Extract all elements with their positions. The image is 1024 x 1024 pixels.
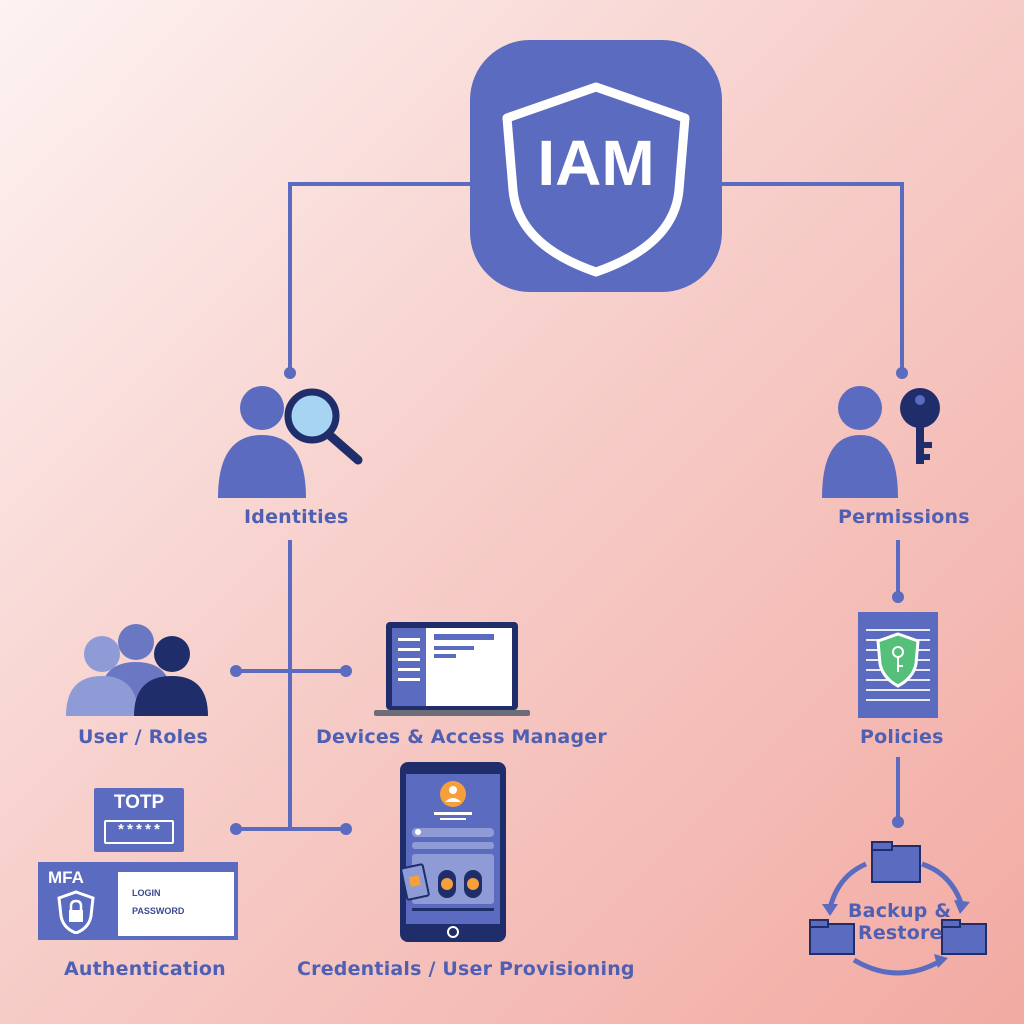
connector-dot (284, 367, 296, 379)
totp-title: TOTP (113, 792, 165, 813)
lock-shield-icon (57, 890, 95, 934)
credentials-label: Credentials / User Provisioning (297, 958, 635, 980)
phone-icon (400, 762, 506, 942)
totp-code: ***** (116, 823, 162, 840)
permission-key-icon (822, 386, 940, 498)
user-group-icon (66, 624, 208, 716)
folder-icon (809, 919, 855, 955)
connector-dot (340, 823, 352, 835)
login-label: LOGIN (132, 888, 161, 898)
laptop-icon (374, 622, 530, 716)
user-roles-label: User / Roles (78, 726, 208, 748)
mfa-panel: MFA LOGIN PASSWORD (38, 862, 238, 940)
connector-dot (892, 591, 904, 603)
identities-label: Identities (244, 506, 349, 528)
connector-dot (896, 367, 908, 379)
connector-iam-identities (288, 182, 470, 373)
devices-access-label: Devices & Access Manager (316, 726, 607, 748)
shield-icon (502, 82, 690, 277)
iam-logo-text: IAM (537, 127, 655, 199)
totp-box: TOTP ***** (94, 788, 184, 852)
backup-label-line2: Restore (858, 922, 943, 944)
mfa-title: MFA (48, 868, 84, 887)
policy-document-icon (858, 612, 938, 718)
connector-dot (230, 665, 242, 677)
folder-icon (871, 841, 921, 883)
connector-iam-permissions (722, 182, 904, 373)
connector-dot (230, 823, 242, 835)
backup-restore-cycle-icon (809, 841, 987, 976)
authentication-label: Authentication (64, 958, 226, 980)
backup-label-line1: Backup & (848, 900, 952, 922)
connector-dot (892, 816, 904, 828)
permissions-label: Permissions (838, 506, 970, 528)
totp-code-field: ***** (104, 820, 174, 844)
connector-dot (340, 665, 352, 677)
iam-logo: IAM (470, 40, 722, 292)
identity-search-icon (218, 386, 363, 498)
folder-icon (941, 919, 987, 955)
login-form: LOGIN PASSWORD (116, 870, 236, 938)
password-label: PASSWORD (132, 906, 185, 916)
policies-label: Policies (860, 726, 944, 748)
